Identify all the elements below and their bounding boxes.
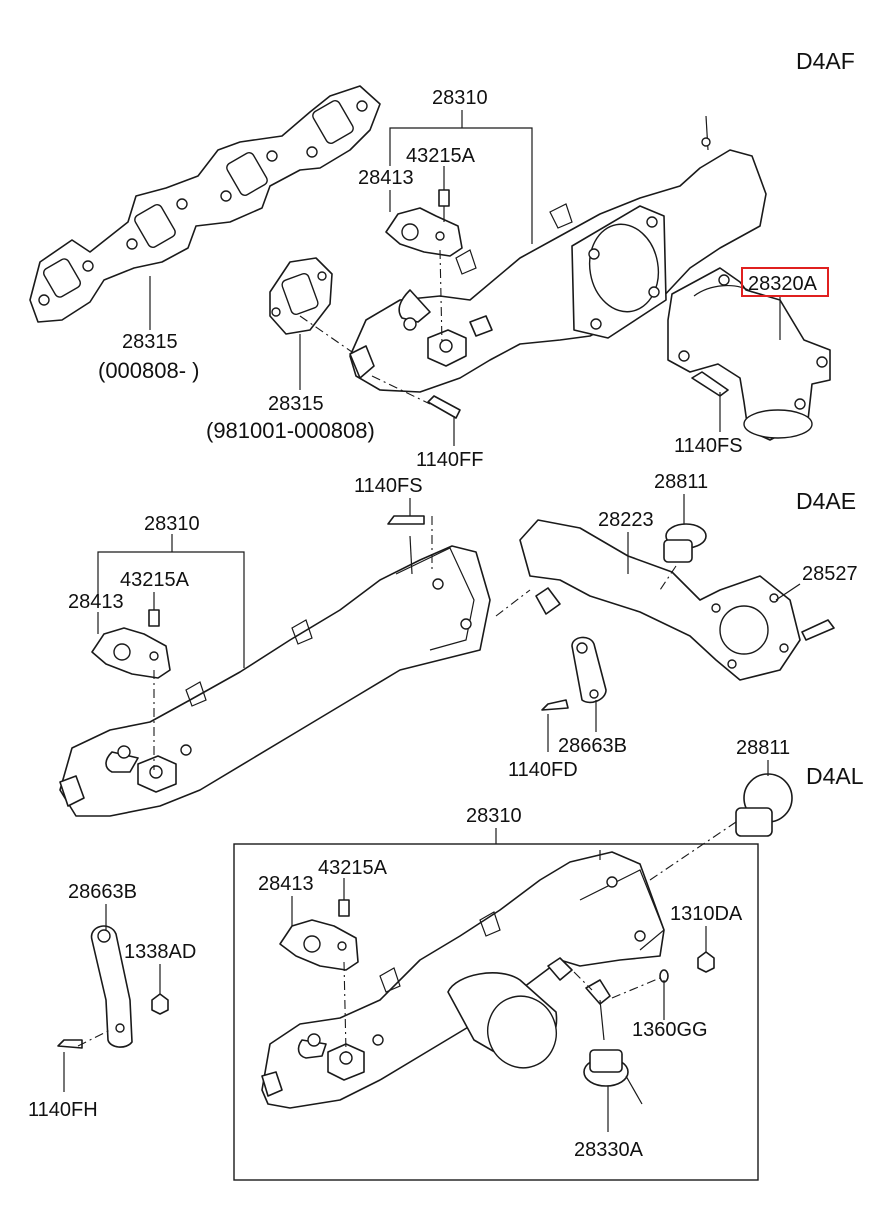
label-d4al-28330a[interactable]: 28330A bbox=[574, 1139, 644, 1161]
label-d4af-28315-b[interactable]: 28315 bbox=[268, 393, 324, 415]
pipe-28223[interactable] bbox=[519, 519, 801, 681]
label-d4ae-28413[interactable]: 28413 bbox=[68, 591, 124, 613]
label-d4af-28315-a[interactable]: 28315 bbox=[122, 331, 178, 353]
manifold-28310-d4ae[interactable] bbox=[59, 535, 491, 817]
highlight-box-28320a bbox=[741, 267, 829, 297]
bolt-1140fs-d4af[interactable] bbox=[691, 371, 729, 397]
label-d4af-28310[interactable]: 28310 bbox=[432, 87, 488, 109]
stud-43215a-d4ae[interactable] bbox=[148, 609, 160, 627]
bracket-28413-d4af[interactable] bbox=[385, 207, 463, 257]
label-d4ae-28811[interactable]: 28811 bbox=[654, 471, 708, 493]
label-d4ae-28527[interactable]: 28527 bbox=[802, 563, 858, 585]
plug-28811-d4al[interactable] bbox=[735, 773, 793, 837]
plug-28811-d4ae[interactable] bbox=[663, 523, 707, 563]
label-side-28663b[interactable]: 28663B bbox=[68, 881, 137, 903]
manifold-28310-d4al[interactable] bbox=[261, 850, 665, 1109]
label-d4al-28413[interactable]: 28413 bbox=[258, 873, 314, 895]
d4al-leader-lines bbox=[291, 760, 769, 1132]
bolt-1140fh[interactable] bbox=[57, 1039, 83, 1049]
label-d4af-1140ff[interactable]: 1140FF bbox=[416, 449, 483, 471]
d4ae-group bbox=[59, 494, 835, 817]
label-d4af-28413[interactable]: 28413 bbox=[358, 167, 414, 189]
label-d4af-28320a[interactable]: 28320A bbox=[748, 273, 818, 295]
nut-1338ad[interactable] bbox=[151, 993, 169, 1015]
elbow-28320a[interactable] bbox=[667, 267, 831, 441]
nut-1310da[interactable] bbox=[697, 951, 715, 973]
label-d4af-43215a[interactable]: 43215A bbox=[406, 145, 476, 167]
bracket-28413-d4ae[interactable] bbox=[91, 627, 171, 679]
side-bracket-group bbox=[57, 904, 169, 1092]
section-title-d4af: D4AF bbox=[796, 48, 855, 74]
label-d4ae-1140fd[interactable]: 1140FD bbox=[508, 759, 578, 781]
label-d4ae-1140fs[interactable]: 1140FS bbox=[354, 475, 423, 497]
side-leader-lines bbox=[63, 904, 161, 1092]
label-side-1338ad[interactable]: 1338AD bbox=[124, 941, 196, 963]
bolt-1140fd[interactable] bbox=[541, 699, 569, 711]
label-d4al-1310da[interactable]: 1310DA bbox=[670, 903, 743, 925]
bolt-28527[interactable] bbox=[801, 619, 835, 641]
d4ae-leader-lines bbox=[97, 494, 801, 770]
label-side-1140fh[interactable]: 1140FH bbox=[28, 1099, 98, 1121]
label-d4af-28315-a-range: (000808- ) bbox=[98, 358, 200, 383]
label-d4al-43215a[interactable]: 43215A bbox=[318, 857, 388, 879]
section-title-d4al: D4AL bbox=[806, 763, 864, 789]
section-title-d4ae: D4AE bbox=[796, 488, 856, 514]
d4al-group bbox=[233, 760, 793, 1181]
label-d4al-1360gg[interactable]: 1360GG bbox=[632, 1019, 708, 1041]
d4af-group bbox=[29, 85, 831, 446]
bolt-1140fs-d4ae[interactable] bbox=[387, 515, 425, 525]
bolt-1140ff[interactable] bbox=[427, 395, 461, 419]
gasket-28315-single[interactable] bbox=[269, 257, 333, 335]
plate-28663b-d4ae[interactable] bbox=[571, 636, 607, 704]
label-d4ae-28310[interactable]: 28310 bbox=[144, 513, 200, 535]
label-d4al-28811[interactable]: 28811 bbox=[736, 737, 790, 759]
actuator-28330a[interactable] bbox=[583, 979, 643, 1105]
plate-28663b-side[interactable] bbox=[90, 925, 133, 1048]
label-d4ae-43215a[interactable]: 43215A bbox=[120, 569, 190, 591]
d4af-leader-lines bbox=[149, 110, 781, 446]
label-d4ae-28223[interactable]: 28223 bbox=[598, 509, 654, 531]
label-d4af-1140fs[interactable]: 1140FS bbox=[674, 435, 743, 457]
label-d4af-28315-b-range: (981001-000808) bbox=[206, 418, 375, 443]
label-d4ae-28663b[interactable]: 28663B bbox=[558, 735, 627, 757]
label-d4al-28310[interactable]: 28310 bbox=[466, 805, 522, 827]
stud-43215a-d4al[interactable] bbox=[338, 899, 350, 917]
gasket-28315-four-port[interactable] bbox=[29, 85, 381, 323]
bracket-28413-d4al[interactable] bbox=[279, 919, 359, 971]
manifold-28310-d4af[interactable] bbox=[349, 115, 767, 393]
